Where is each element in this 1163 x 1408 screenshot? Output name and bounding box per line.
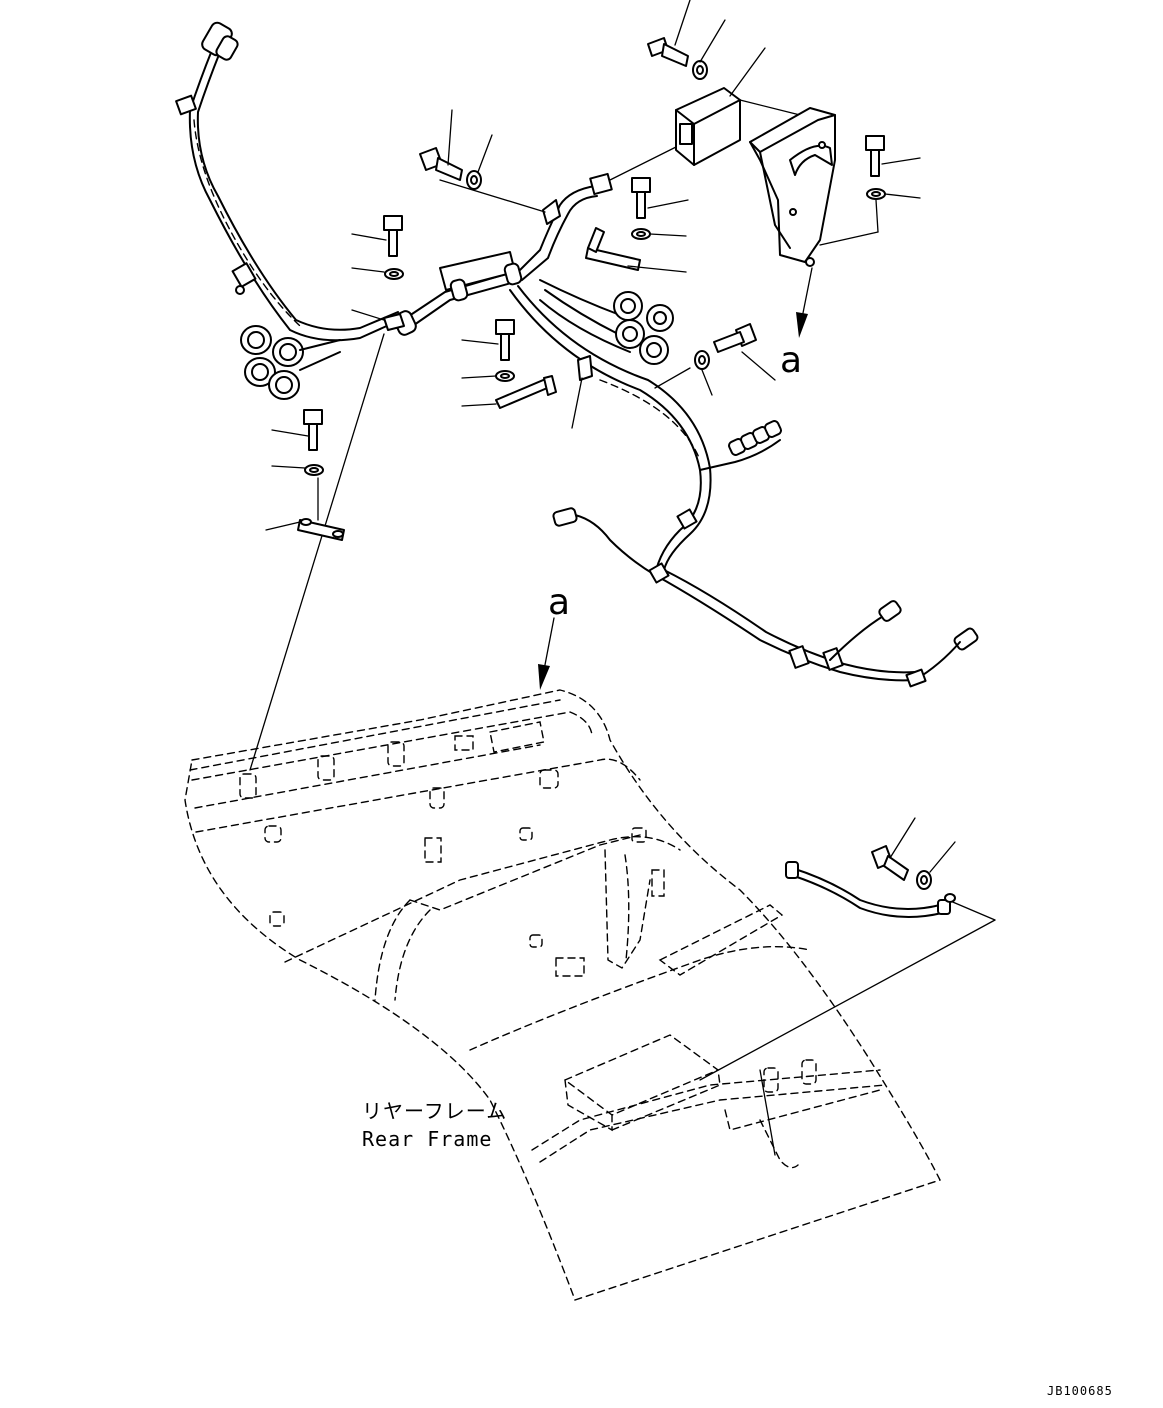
clamp-bracket [585, 227, 687, 273]
multi-pin-connector [728, 420, 782, 456]
clamp-bracket [461, 375, 557, 409]
frame-boss [239, 773, 257, 799]
frame-bracket [424, 837, 442, 863]
drawing-id: JB100685 [1047, 1384, 1113, 1398]
frame-bracket [454, 735, 474, 751]
washer [271, 464, 324, 476]
multi-connector-cluster-right [539, 279, 674, 365]
callout-a-upper-label: a [780, 340, 802, 381]
callout-a-lower-label: a [548, 582, 570, 623]
wire-harness [175, 21, 979, 688]
harness-clip [571, 355, 593, 429]
frame-boss [387, 741, 405, 767]
washer [916, 841, 956, 890]
frame-bracket [651, 869, 665, 897]
harness-clip [351, 309, 405, 331]
washer [631, 228, 687, 240]
harness-sleeve [393, 251, 523, 336]
bolt [713, 323, 776, 381]
callout-a-lower: a [538, 582, 570, 690]
frame-boss [763, 1067, 779, 1093]
bolt [461, 319, 515, 361]
frame-label-english: Rear Frame [362, 1127, 492, 1151]
controller-box [675, 47, 801, 166]
frame-boss [529, 934, 543, 948]
harness-clip [542, 172, 613, 225]
connector [201, 21, 239, 61]
frame-boss [801, 1059, 817, 1085]
harness-clip [175, 94, 257, 295]
leader-lines [249, 333, 996, 1156]
callout-a-upper: a [780, 267, 813, 381]
connector [878, 600, 979, 651]
bolt [865, 135, 921, 177]
washer [692, 19, 726, 80]
bolt [647, 0, 691, 67]
frame-boss [429, 787, 445, 809]
frame-boss [631, 827, 647, 843]
frame-boss [539, 769, 559, 789]
bolt [271, 409, 323, 451]
washer [654, 350, 713, 396]
frame-label-japanese: リヤーフレーム [362, 1099, 507, 1123]
frame-boss [317, 755, 335, 781]
frame-boss [519, 827, 533, 841]
harness-clip [905, 668, 927, 688]
washer [351, 267, 404, 280]
mounting-bracket [749, 107, 879, 267]
frame-boss [264, 825, 282, 843]
rear-frame-outline [184, 689, 941, 1301]
multi-connector-cluster-left [240, 325, 341, 400]
ground-cable [785, 861, 956, 918]
clamp-bracket [265, 518, 345, 541]
bolt [871, 817, 916, 881]
bolt [419, 109, 463, 181]
frame-boss [269, 911, 285, 927]
washer [866, 188, 921, 200]
washer [466, 134, 493, 190]
washer [461, 370, 515, 382]
frame-bracket [555, 957, 585, 977]
bolt [631, 177, 689, 219]
bolt [351, 215, 403, 257]
